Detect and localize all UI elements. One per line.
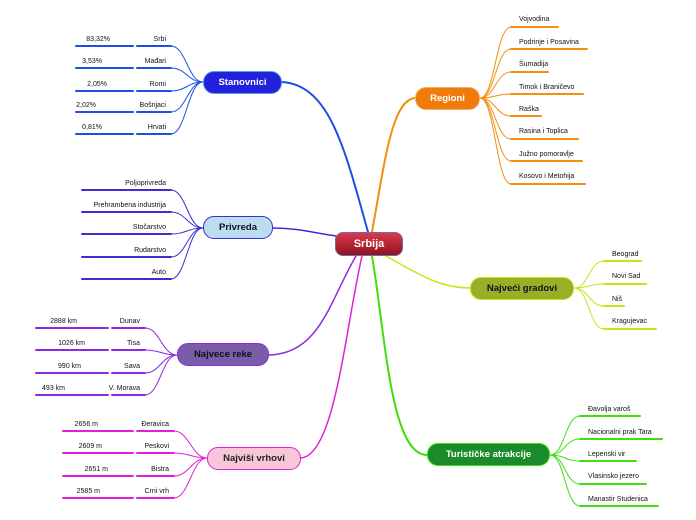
city-label: Beograd xyxy=(612,251,639,258)
peak-height-label: 2656 m xyxy=(74,421,98,428)
trunk-najvece-reke xyxy=(268,255,357,356)
ethnic-name-label: Hrvati xyxy=(147,124,166,131)
peak-height-label: 2585 m xyxy=(76,488,100,495)
regioni-link xyxy=(479,71,512,99)
region-label: Timok i Braničevo xyxy=(519,84,575,91)
river-name-label: V. Morava xyxy=(108,385,140,392)
peak-height-label: 2609 m xyxy=(78,443,102,450)
city-label: Novi Sad xyxy=(612,273,641,280)
vrhovi-link xyxy=(173,457,208,477)
branch-stanovnici[interactable]: Stanovnici xyxy=(203,71,282,94)
peak-name-label: Crni vrh xyxy=(144,488,169,495)
reke-link xyxy=(144,354,178,396)
ethnic-name-label: Romi xyxy=(149,81,166,88)
gradovi-link xyxy=(573,260,605,289)
region-label: Južno pomoravlje xyxy=(519,151,574,158)
river-length-label: 990 km xyxy=(58,363,81,370)
privreda-link xyxy=(170,211,204,229)
regioni-link xyxy=(479,97,512,185)
gradovi-link xyxy=(573,283,605,289)
gradovi-link xyxy=(573,287,605,330)
branch-najveci-gradovi[interactable]: Najveći gradovi xyxy=(470,277,574,300)
atrakcije-link xyxy=(549,438,581,456)
ethnic-name-label: Bošnjaci xyxy=(139,102,166,109)
ethnic-name-label: Srbi xyxy=(153,36,166,43)
region-label: Rasina i Toplica xyxy=(519,128,568,135)
peak-name-label: Đeravica xyxy=(141,421,169,428)
river-name-label: Dunav xyxy=(119,318,140,325)
vrhovi-link xyxy=(173,452,208,459)
economy-label: Prehrambena industrija xyxy=(93,202,166,209)
trunk-najveci-gradovi xyxy=(385,255,471,289)
river-length-label: 1026 km xyxy=(58,340,85,347)
regioni-link xyxy=(479,26,512,99)
regioni-link xyxy=(479,48,512,99)
ethnic-share-label: 2,02% xyxy=(76,102,96,109)
reke-link xyxy=(144,354,178,374)
economy-label: Stočarstvo xyxy=(132,224,166,231)
stanovnici-link xyxy=(170,45,204,83)
branch-turisticke-atrakcije[interactable]: Turističke atrakcije xyxy=(427,443,550,466)
peak-name-label: Peskovi xyxy=(144,443,169,450)
river-length-label: 493 km xyxy=(42,385,65,392)
attraction-label: Nacionalni prak Tara xyxy=(588,429,652,436)
branch-najvisi-vrhovi[interactable]: Najviši vrhovi xyxy=(207,447,301,470)
region-label: Kosovo i Metohija xyxy=(519,173,575,180)
trunk-najvisi-vrhovi xyxy=(300,255,363,459)
atrakcije-link xyxy=(549,415,581,456)
stanovnici-link xyxy=(170,81,204,135)
river-name-label: Sava xyxy=(124,363,140,370)
vrhovi-link xyxy=(173,430,208,459)
trunk-regioni xyxy=(371,97,416,233)
ethnic-name-label: Mađari xyxy=(144,58,166,65)
ethnic-share-label: 0,81% xyxy=(82,124,102,131)
regioni-link xyxy=(479,97,512,140)
attraction-label: Đavolja varoš xyxy=(588,406,631,413)
branch-najvece-reke[interactable]: Najvece reke xyxy=(177,343,269,366)
economy-label: Rudarstvo xyxy=(134,247,166,254)
trunk-turisticke-atrakcije xyxy=(371,255,428,456)
branch-regioni[interactable]: Regioni xyxy=(415,87,480,110)
river-name-label: Tisa xyxy=(127,340,140,347)
attraction-label: Lepenski vir xyxy=(588,451,626,458)
attraction-label: Vlasinsko jezero xyxy=(588,473,639,480)
reke-link xyxy=(144,327,178,356)
ethnic-share-label: 83,32% xyxy=(86,36,110,43)
economy-label: Auto xyxy=(151,269,166,276)
attraction-label: Manastir Studenica xyxy=(588,496,648,503)
river-length-label: 2888 km xyxy=(50,318,77,325)
gradovi-link xyxy=(573,287,605,307)
peak-height-label: 2651 m xyxy=(84,466,108,473)
region-label: Podrinje i Posavina xyxy=(519,39,579,46)
center-node[interactable]: Srbija xyxy=(335,232,403,256)
trunk-stanovnici xyxy=(281,81,369,233)
vrhovi-link xyxy=(173,457,208,499)
region-label: Raška xyxy=(519,106,539,113)
privreda-link xyxy=(170,227,204,280)
trunk-privreda xyxy=(272,227,337,237)
ethnic-share-label: 2,05% xyxy=(87,81,107,88)
ethnic-share-label: 3,53% xyxy=(82,58,102,65)
region-label: Vojvodina xyxy=(519,16,550,23)
stanovnici-link xyxy=(170,67,204,83)
peak-name-label: Bistra xyxy=(151,466,169,473)
region-label: Šumadija xyxy=(519,61,549,68)
city-label: Kragujevac xyxy=(612,318,648,325)
atrakcije-link xyxy=(549,454,581,507)
branch-privreda[interactable]: Privreda xyxy=(203,216,273,239)
city-label: Niš xyxy=(612,296,623,303)
economy-label: Poljoprivreda xyxy=(125,180,166,187)
privreda-link xyxy=(170,189,204,229)
